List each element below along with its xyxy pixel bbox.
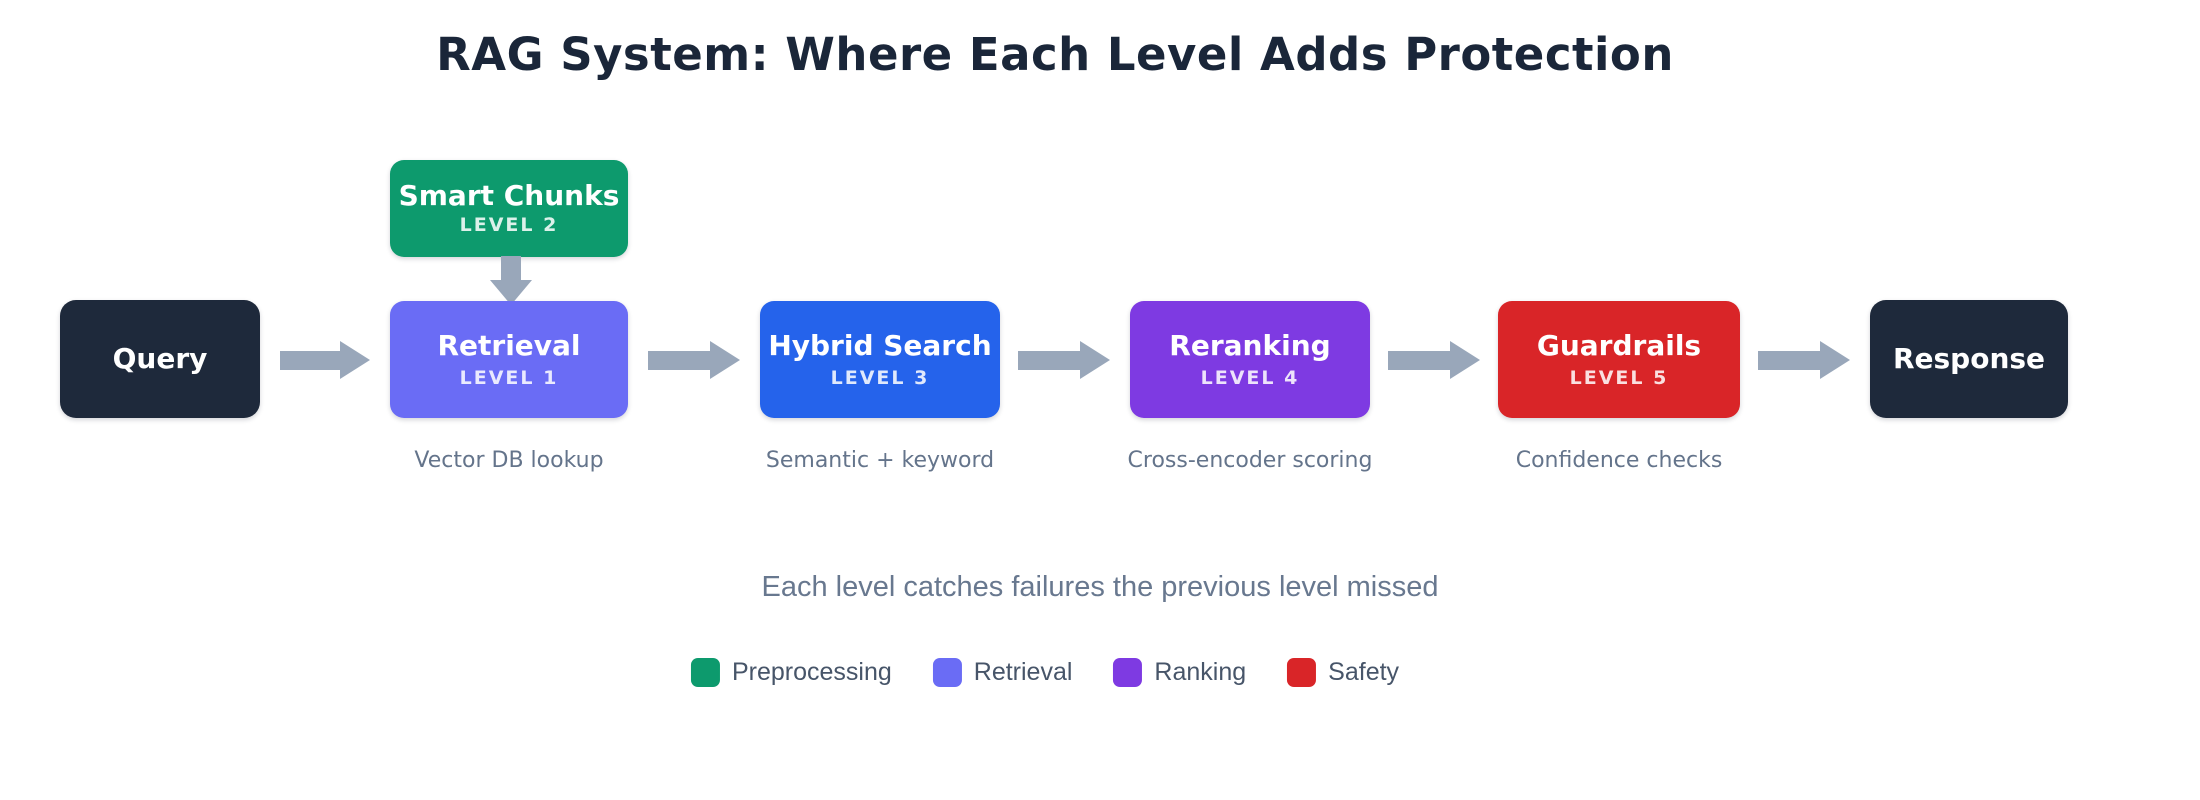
node-level-badge: LEVEL 4 xyxy=(1200,366,1300,389)
node-label: Smart Chunks xyxy=(398,179,620,212)
legend-item-retrieval: Retrieval xyxy=(932,658,1073,687)
arrow-shaft xyxy=(1018,351,1082,370)
arrow-right-icon xyxy=(280,341,370,379)
legend-swatch-preprocessing xyxy=(690,658,720,687)
node-hybrid-search: Hybrid Search LEVEL 3 xyxy=(760,301,1000,418)
stage-note-hybrid-search: Semantic + keyword xyxy=(765,448,995,473)
node-level-badge: LEVEL 5 xyxy=(1569,366,1669,389)
diagram-caption: Each level catches failures the previous… xyxy=(761,571,1439,603)
legend-swatch-safety xyxy=(1287,658,1317,687)
arrow-head xyxy=(490,280,532,305)
legend-swatch-ranking xyxy=(1113,658,1143,687)
node-retrieval: Retrieval LEVEL 1 xyxy=(390,301,628,418)
node-guardrails: Guardrails LEVEL 5 xyxy=(1498,301,1740,418)
legend-item-safety: Safety xyxy=(1287,658,1399,687)
node-label: Hybrid Search xyxy=(768,328,992,362)
arrow-head xyxy=(1820,341,1850,379)
arrow-shaft xyxy=(1758,351,1822,370)
node-level-badge: LEVEL 1 xyxy=(459,366,559,389)
node-label: Response xyxy=(1892,342,2046,375)
node-level-badge: LEVEL 2 xyxy=(459,214,559,236)
arrow-shaft xyxy=(280,351,342,370)
arrow-down-icon xyxy=(469,256,553,305)
node-label: Query xyxy=(112,342,208,375)
diagram-title: RAG System: Where Each Level Adds Protec… xyxy=(436,28,1674,81)
node-response: Response xyxy=(1870,300,2068,418)
arrow-shaft xyxy=(648,351,712,370)
legend-label: Ranking xyxy=(1154,658,1247,686)
node-reranking: Reranking LEVEL 4 xyxy=(1130,301,1370,418)
node-label: Retrieval xyxy=(437,328,581,362)
arrow-right-icon xyxy=(1758,341,1850,379)
legend-label: Safety xyxy=(1328,658,1400,686)
arrow-shaft xyxy=(1388,351,1452,370)
arrow-right-icon xyxy=(1388,341,1480,379)
node-query: Query xyxy=(60,300,260,418)
arrow-right-icon xyxy=(648,341,740,379)
stage-note-guardrails: Confidence checks xyxy=(1515,448,1723,473)
legend-label: Preprocessing xyxy=(731,658,892,686)
stage-note-retrieval: Vector DB lookup xyxy=(414,448,604,473)
arrow-head xyxy=(710,341,740,379)
legend-swatch-retrieval xyxy=(932,658,962,687)
legend-item-preprocessing: Preprocessing xyxy=(690,658,892,687)
arrow-head xyxy=(1450,341,1480,379)
arrow-shaft xyxy=(501,256,521,281)
arrow-head xyxy=(340,341,370,379)
legend-label: Retrieval xyxy=(973,658,1073,686)
arrow-head xyxy=(1080,341,1110,379)
node-smart-chunks: Smart Chunks LEVEL 2 xyxy=(390,160,628,257)
node-label: Guardrails xyxy=(1536,328,1702,362)
legend-item-ranking: Ranking xyxy=(1113,658,1246,687)
stage-note-reranking: Cross-encoder scoring xyxy=(1127,448,1373,473)
node-level-badge: LEVEL 3 xyxy=(830,366,930,389)
legend: Preprocessing Retrieval Ranking Safety xyxy=(690,658,1399,687)
node-label: Reranking xyxy=(1169,328,1331,362)
arrow-right-icon xyxy=(1018,341,1110,379)
